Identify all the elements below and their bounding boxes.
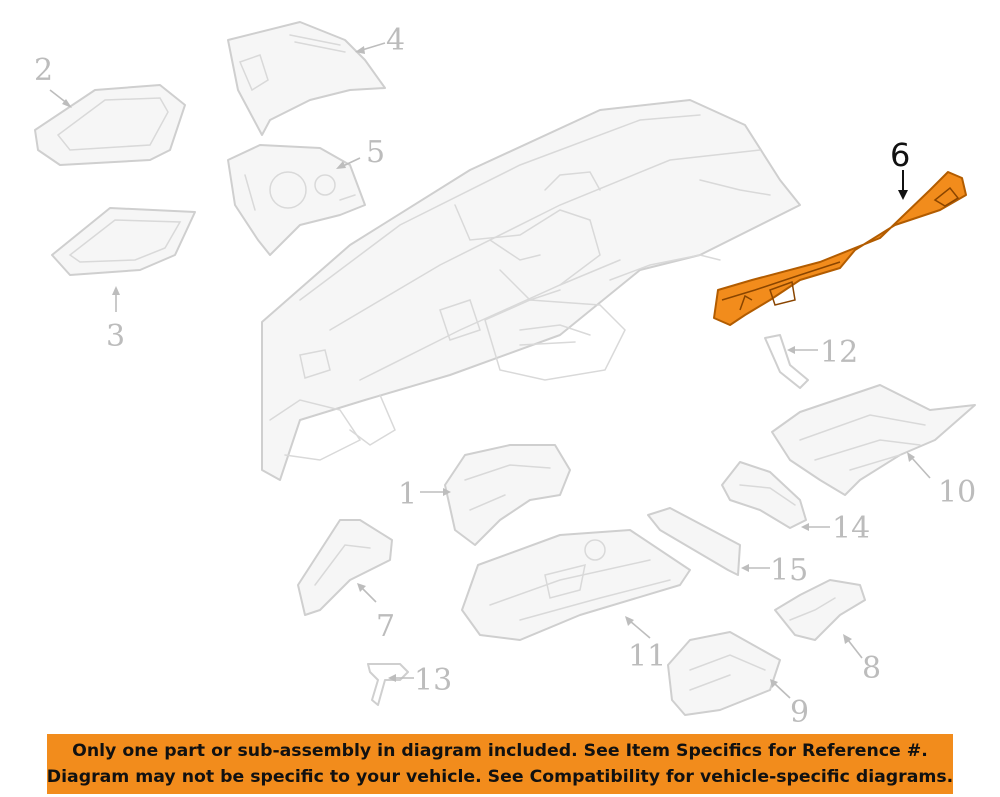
callout-13: 13 (414, 663, 452, 698)
callout-7: 7 (376, 609, 395, 644)
callout-6: 6 (890, 136, 910, 174)
disclaimer-line-2: Diagram may not be specific to your vehi… (46, 767, 954, 787)
callout-1: 1 (398, 477, 417, 512)
part-12-bracket (764, 334, 809, 389)
part-8-end-cap (774, 579, 866, 641)
part-7-side-panel (297, 519, 393, 616)
callout-labels: 1 2 3 4 5 6 7 8 9 10 11 12 13 14 15 (34, 23, 976, 730)
parts-diagram: 1 2 3 4 5 6 7 8 9 10 11 12 13 14 15 (34, 21, 976, 730)
part-5-bracket (227, 144, 366, 256)
callout-4: 4 (386, 23, 405, 58)
leader-lines (49, 42, 931, 699)
part-15-trim-strip (647, 507, 741, 576)
part-10-knee-panel (771, 384, 976, 496)
part-2-trim-frame (34, 84, 186, 166)
part-3-bezel (51, 207, 196, 276)
callout-8: 8 (862, 651, 881, 686)
callout-5: 5 (366, 135, 385, 170)
part-13-clip (367, 663, 409, 706)
part-1-cluster-hood (444, 444, 571, 546)
part-4-upper-cover (227, 21, 386, 136)
callout-11: 11 (628, 639, 666, 674)
callout-10: 10 (938, 475, 976, 510)
callout-9: 9 (790, 695, 809, 730)
callout-12: 12 (820, 335, 858, 370)
part-14-duct (721, 461, 807, 529)
dashboard-assembly (261, 99, 801, 481)
part-11-lower-panel (461, 529, 691, 641)
disclaimer-banner: Only one part or sub-assembly in diagram… (47, 734, 953, 794)
part-6-highlighted-trim (713, 171, 967, 326)
callout-14: 14 (832, 511, 870, 546)
part-9-glovebox (667, 631, 781, 716)
callout-2: 2 (34, 53, 53, 88)
callout-15: 15 (770, 553, 808, 588)
callout-3: 3 (106, 319, 125, 354)
disclaimer-line-1: Only one part or sub-assembly in diagram… (72, 741, 928, 761)
